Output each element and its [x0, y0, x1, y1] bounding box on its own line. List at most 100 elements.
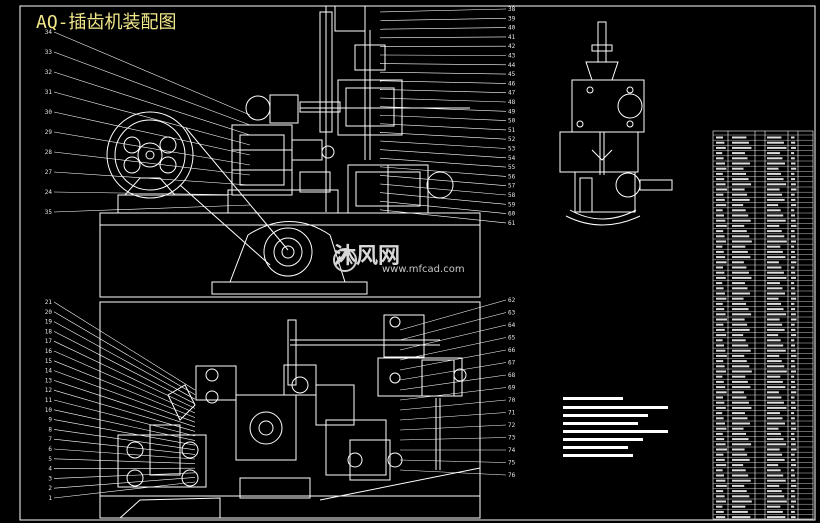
callout-number: 18 — [45, 328, 53, 335]
callout-number: 64 — [508, 322, 516, 329]
callout-leader — [399, 469, 507, 476]
parts-list-cell-text — [791, 432, 795, 435]
parts-list-cell-text — [732, 235, 750, 238]
parts-list-cell-text — [716, 360, 724, 363]
parts-list-cell-text — [716, 490, 724, 493]
callout-leader — [379, 192, 507, 205]
callout-number: 70 — [508, 397, 516, 404]
parts-list-cell-text — [732, 427, 744, 430]
callout-number: 56 — [508, 173, 516, 180]
callout-leader — [53, 438, 196, 455]
callout-number: 63 — [508, 310, 516, 317]
callout-number: 44 — [508, 62, 516, 69]
callout-leader — [53, 340, 196, 409]
parts-list-cell-text — [716, 505, 723, 508]
callout-number: 66 — [508, 347, 516, 354]
parts-list-cell-text — [791, 167, 797, 170]
callout-number: 50 — [508, 118, 516, 125]
callout-leader — [379, 71, 507, 75]
parts-list-cell-text — [732, 282, 745, 285]
parts-list-cell-text — [767, 214, 784, 217]
parts-list-cell-text — [732, 183, 752, 186]
parts-list-cell-text — [767, 391, 779, 394]
parts-list-cell-text — [791, 219, 796, 222]
parts-list-cell-text — [716, 157, 724, 160]
parts-list-cell-text — [791, 136, 795, 139]
parts-list-cell-text — [732, 204, 744, 207]
parts-list-cell-text — [716, 302, 723, 305]
parts-list-cell-text — [791, 360, 795, 363]
callout-leader — [399, 459, 507, 463]
callout-leader — [53, 111, 251, 156]
callout-leader — [399, 299, 507, 331]
parts-list-cell-text — [716, 240, 726, 243]
parts-list-cell-text — [732, 380, 748, 383]
parts-list-cell-text — [791, 500, 796, 503]
parts-list-cell-text — [767, 318, 780, 321]
parts-list-cell-text — [791, 318, 797, 321]
callout-leader — [379, 200, 507, 214]
drawing-title: AQ-插齿机装配图 — [36, 12, 177, 33]
callout-leader — [53, 389, 196, 432]
parts-list-cell-text — [767, 344, 784, 347]
callout-leader — [53, 51, 251, 126]
parts-list-cell-text — [716, 453, 724, 456]
parts-list-cell-text — [732, 266, 747, 269]
callout-number: 53 — [508, 146, 516, 153]
callout-number: 10 — [45, 407, 53, 414]
callout-leader — [53, 31, 251, 116]
parts-list-cell-text — [767, 469, 781, 472]
parts-list-cell-text — [716, 344, 724, 347]
parts-list-cell-text — [791, 334, 797, 337]
parts-list-cell-text — [732, 401, 749, 404]
parts-list-cell-text — [791, 266, 795, 269]
parts-list-cell-text — [732, 224, 745, 227]
parts-list-cell-text — [716, 282, 723, 285]
callout-leader — [379, 80, 507, 84]
parts-list-cell-text — [791, 162, 796, 165]
callout-leader — [53, 191, 251, 196]
parts-list-cell-text — [716, 323, 724, 326]
callout-leader — [379, 114, 507, 121]
parts-list-cell-text — [716, 167, 727, 170]
callout-number: 74 — [508, 447, 516, 454]
parts-list-cell-text — [791, 448, 797, 451]
parts-list-cell-text — [791, 417, 795, 420]
parts-list-cell-text — [732, 292, 750, 295]
parts-list-cell-text — [791, 479, 796, 482]
parts-list-cell-text — [732, 453, 748, 456]
parts-list-cell-text — [732, 276, 752, 279]
parts-list-cell-text — [732, 261, 744, 264]
parts-list-cell-text — [732, 297, 744, 300]
parts-list-cell-text — [767, 370, 787, 373]
parts-list-cell-text — [767, 162, 785, 165]
callout-number: 49 — [508, 108, 516, 115]
front-view — [99, 5, 481, 298]
parts-list-cell-text — [767, 334, 779, 337]
parts-list-cell-text — [716, 401, 725, 404]
parts-list-cell-text — [791, 386, 796, 389]
parts-list-cell-text — [716, 479, 726, 482]
parts-list-cell-text — [767, 505, 781, 508]
parts-list-cell-text — [732, 219, 751, 222]
callout-number: 20 — [45, 309, 53, 316]
parts-list-cell-text — [767, 516, 786, 519]
parts-list-cell-text — [716, 422, 725, 425]
parts-list-cell-text — [732, 271, 749, 274]
parts-list-cell-text — [767, 328, 785, 331]
parts-list-cell-text — [791, 276, 796, 279]
parts-list-cell-text — [716, 438, 725, 441]
parts-list-rows — [713, 134, 813, 519]
parts-list-cell-text — [767, 271, 784, 274]
callout-number: 57 — [508, 183, 516, 190]
parts-list-cell-text — [732, 406, 752, 409]
parts-list-cell-text — [767, 365, 785, 368]
parts-list-cell-text — [791, 469, 795, 472]
parts-list-cell-text — [732, 474, 749, 477]
callout-number: 14 — [45, 368, 53, 375]
callout-number: 48 — [508, 99, 516, 106]
callout-leader — [53, 419, 196, 446]
parts-list-cell-text — [767, 453, 783, 456]
parts-list-cell-text — [732, 417, 748, 420]
